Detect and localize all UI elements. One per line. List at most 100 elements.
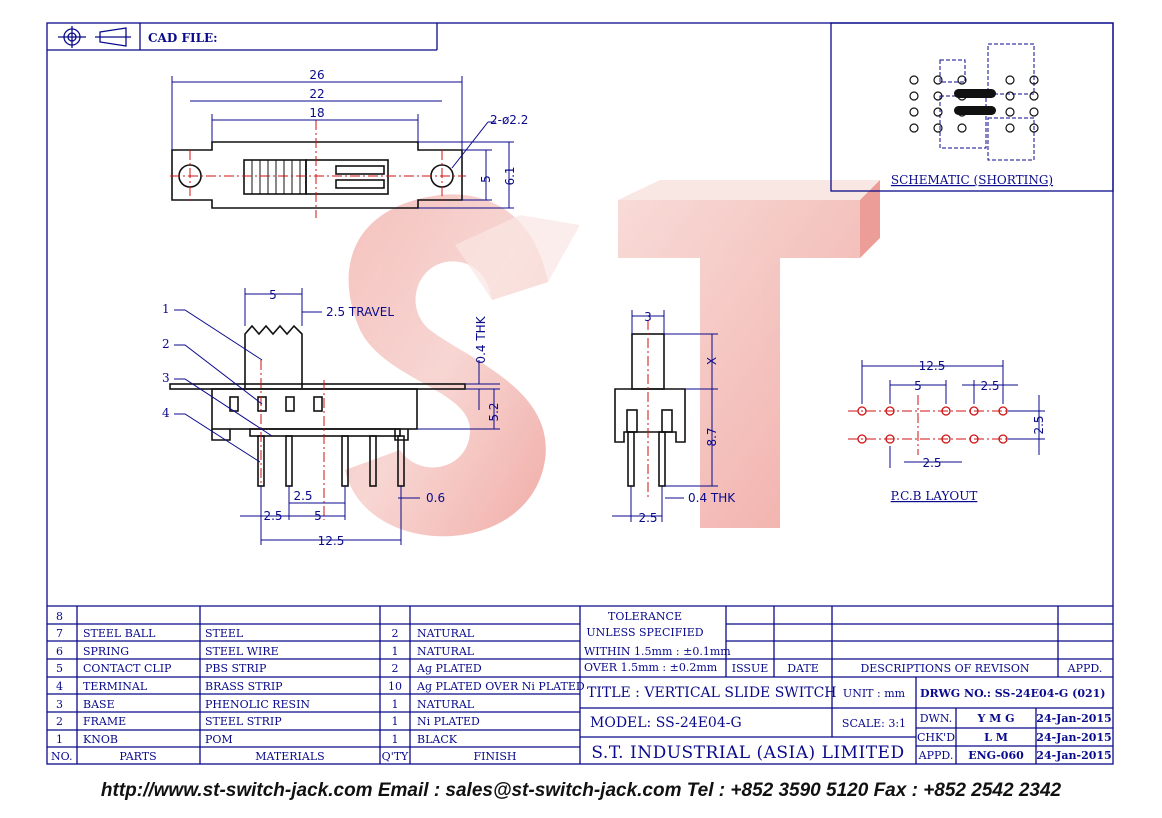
bom-finish: NATURAL	[417, 627, 475, 640]
tolerance-within: WITHIN 1.5mm : ±0.1mm	[584, 645, 731, 658]
bom-material: PHENOLIC RESIN	[205, 698, 310, 711]
appd-date: 24-Jan-2015	[1036, 749, 1111, 762]
bom-part: STEEL BALL	[83, 627, 156, 640]
pcb-dim-row: 2.5	[1032, 415, 1046, 434]
dwn-date: 24-Jan-2015	[1036, 712, 1111, 725]
bom-material: STEEL	[205, 627, 244, 640]
bom-header-parts: PARTS	[119, 750, 156, 763]
dim-125: 12.5	[318, 534, 345, 548]
bom-no: 5	[56, 662, 63, 675]
pcb-dim-width: 12.5	[919, 359, 946, 373]
bom-qty: 1	[392, 645, 399, 658]
pcb-dim-bottom: 2.5	[922, 456, 941, 470]
bom-header-qty: Q'TY	[382, 750, 409, 763]
dim-25-b: 2.5	[263, 509, 282, 523]
side-view-drawing: 3 X 8.7 2.5 0.4 THK	[612, 310, 736, 525]
revision-issue: ISSUE	[732, 662, 769, 675]
chk-value: L M	[984, 731, 1008, 744]
company-name: S.T. INDUSTRIAL (ASIA) LIMITED	[591, 743, 904, 763]
bom-qty: 1	[392, 698, 399, 711]
bom-finish: BLACK	[417, 733, 458, 746]
bom-qty: 1	[392, 715, 399, 728]
bom-part: FRAME	[83, 715, 126, 728]
bom-header-finish: FINISH	[473, 750, 516, 763]
bom-part: TERMINAL	[83, 680, 148, 693]
tolerance-over: OVER 1.5mm : ±0.2mm	[584, 661, 718, 674]
dim-18: 18	[309, 106, 324, 120]
unit-label: UNIT : mm	[843, 687, 906, 700]
dim-22: 22	[309, 87, 324, 101]
bom-no: 4	[56, 680, 63, 693]
bom-qty: 10	[388, 680, 402, 693]
tolerance-title: TOLERANCE	[608, 610, 682, 623]
callout-1: 1	[162, 302, 170, 316]
st-watermark	[345, 180, 880, 537]
scale-label: SCALE: 3:1	[842, 717, 906, 730]
dim-5-b: 5	[314, 509, 322, 523]
bom-qty: 2	[392, 627, 399, 640]
drawing-title: TITLE : VERTICAL SLIDE SWITCH	[587, 685, 836, 701]
dim-side-25: 2.5	[638, 511, 657, 525]
dim-06: 0.6	[426, 491, 445, 505]
dim-52: 5.2	[487, 402, 501, 421]
schematic-caption: SCHEMATIC (SHORTING)	[891, 173, 1053, 187]
dim-25-a: 2.5	[293, 489, 312, 503]
callout-2: 2	[162, 337, 170, 351]
bom-finish: Ag PLATED	[416, 662, 482, 675]
revision-desc: DESCRIPTIONS OF REVISON	[860, 662, 1029, 675]
bom-part: KNOB	[83, 733, 118, 746]
bom-finish: Ag PLATED OVER Ni PLATED	[416, 680, 585, 693]
tolerance-revision-block: TOLERANCE UNLESS SPECIFIED WITHIN 1.5mm …	[580, 606, 1113, 678]
bom-material: STEEL STRIP	[205, 715, 282, 728]
bom-part: SPRING	[83, 645, 129, 658]
schematic-box: SCHEMATIC (SHORTING)	[830, 22, 1114, 192]
bom-no: 1	[56, 733, 63, 746]
bom-no: 7	[56, 627, 63, 640]
bom-no: 3	[56, 698, 63, 711]
bom-finish: Ni PLATED	[417, 715, 480, 728]
bom-material: PBS STRIP	[205, 662, 267, 675]
projection-symbol-icon	[58, 26, 131, 48]
dim-side-thk: 0.4 THK	[688, 491, 736, 505]
model-label: MODEL: SS-24E04-G	[590, 715, 742, 731]
pcb-dim-pitch-a: 5	[914, 379, 922, 393]
callout-3: 3	[162, 371, 170, 385]
drawing-number: DRWG NO.: SS-24E04-G (021)	[920, 687, 1106, 700]
bom-part: CONTACT CLIP	[83, 662, 172, 675]
chk-label: CHK'D	[917, 731, 955, 744]
bom-table: 8 7 STEEL BALL STEEL 2 NATURAL 6 SPRING …	[47, 605, 1113, 764]
cad-file-label: CAD FILE:	[148, 31, 218, 45]
dim-26: 26	[309, 68, 324, 82]
pcb-dim-pitch-b: 2.5	[980, 379, 999, 393]
bom-no: 2	[56, 715, 63, 728]
dwn-label: DWN.	[920, 712, 953, 725]
top-view-drawing: 26 22 18 2-ø2.2 5 6.1	[170, 68, 528, 218]
bom-material: POM	[205, 733, 233, 746]
bom-part: BASE	[83, 698, 115, 711]
bom-material: STEEL WIRE	[205, 645, 279, 658]
cad-file-header: CAD FILE:	[47, 23, 438, 51]
appd-value: ENG-060	[968, 749, 1024, 762]
travel-label: 2.5 TRAVEL	[326, 305, 394, 319]
dim-87: 8.7	[705, 427, 719, 446]
contact-footer: http://www.st-switch-jack.com Email : sa…	[100, 780, 1062, 801]
revision-date: DATE	[787, 662, 819, 675]
bom-no: 6	[56, 645, 63, 658]
bom-finish: NATURAL	[417, 645, 475, 658]
pcb-layout-drawing: 12.5 5 2.5 2.5 2.5 P.C.B LAYOUT	[848, 359, 1046, 503]
title-block: TITLE : VERTICAL SLIDE SWITCH UNIT : mm …	[580, 677, 1113, 764]
chk-date: 24-Jan-2015	[1036, 731, 1111, 744]
dim-5-top: 5	[479, 175, 493, 183]
shorting-bar-icon	[954, 106, 996, 115]
appd-label: APPD.	[918, 749, 954, 762]
shorting-bar-icon	[954, 89, 996, 98]
revision-appd: APPD.	[1067, 662, 1103, 675]
dim-thk: 0.4 THK	[474, 315, 488, 363]
bom-qty: 1	[392, 733, 399, 746]
bom-header-materials: MATERIALS	[255, 750, 324, 763]
callout-4: 4	[162, 406, 170, 420]
dwn-value: Y M G	[976, 712, 1014, 725]
tolerance-subtitle: UNLESS SPECIFIED	[586, 626, 703, 639]
bom-header-no: NO.	[51, 750, 73, 763]
